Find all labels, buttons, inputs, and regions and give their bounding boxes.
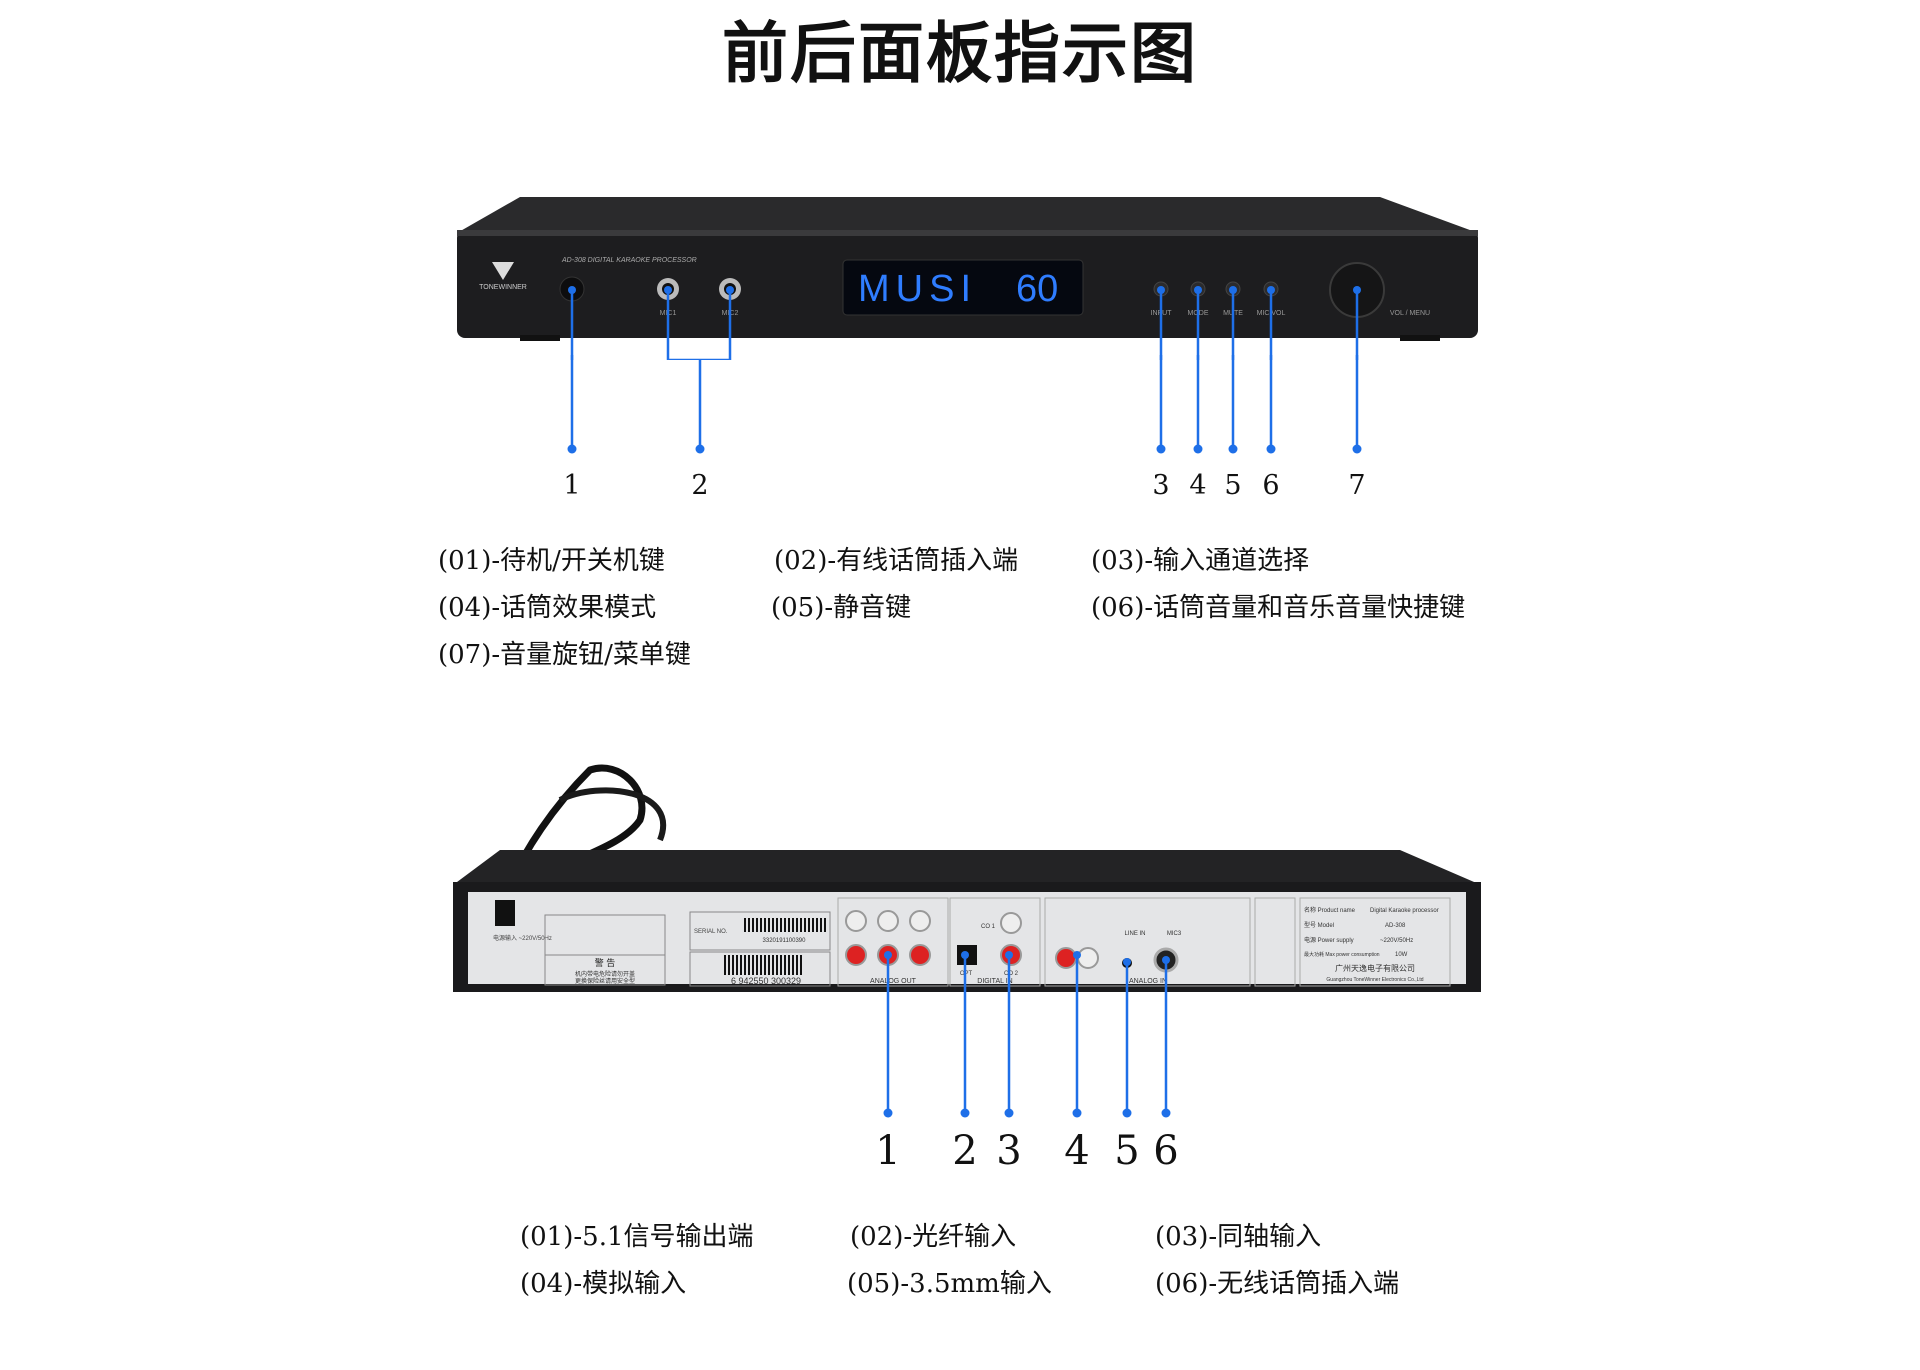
front-desc-05: (05)-静音键 bbox=[771, 593, 912, 623]
rear-desc-01: (01)-5.1信号输出端 bbox=[520, 1222, 754, 1252]
nameplate-value: 10W bbox=[1395, 952, 1408, 958]
rear-callout-4: 4 bbox=[1064, 1128, 1090, 1174]
rear-desc-05: (05)-3.5mm输入 bbox=[847, 1269, 1052, 1299]
nameplate-value: Digital Karaoke processor bbox=[1370, 908, 1439, 914]
page-title: 前后面板指示图 bbox=[722, 15, 1198, 92]
rear-callout-3: 3 bbox=[996, 1128, 1022, 1174]
rear-desc-04: (04)-模拟输入 bbox=[520, 1269, 687, 1299]
front-callout-2: 2 bbox=[691, 470, 709, 501]
warning-line: 机内带电危险请勿开盖 bbox=[575, 970, 635, 978]
front-desc-06: (06)-话筒音量和音乐音量快捷键 bbox=[1091, 593, 1466, 623]
analog-out-label: ANALOG OUT bbox=[870, 978, 917, 985]
nameplate-key: 名称 Product name bbox=[1304, 906, 1356, 914]
rear-callout-1: 1 bbox=[875, 1128, 901, 1174]
serial-label: SERIAL NO. bbox=[694, 929, 728, 935]
barcode-number: 6 942550 300329 bbox=[731, 976, 801, 986]
rear-desc-03: (03)-同轴输入 bbox=[1155, 1222, 1322, 1252]
front-callout-4: 4 bbox=[1189, 470, 1207, 501]
front-desc-02: (02)-有线话筒插入端 bbox=[774, 546, 1019, 576]
front-callout-1: 1 bbox=[563, 470, 581, 501]
rear-desc-06: (06)-无线话筒插入端 bbox=[1155, 1269, 1400, 1299]
brand-logo: TONEWINNER bbox=[479, 284, 527, 291]
nameplate-key: 型号 Model bbox=[1304, 921, 1334, 929]
co1-label: CO 1 bbox=[981, 924, 996, 930]
analog-in-label: ANALOG IN bbox=[1129, 978, 1167, 985]
serial-number: 3320191100390 bbox=[763, 938, 807, 944]
nameplate-key: 最大功耗 Max power consumption bbox=[1304, 951, 1380, 958]
rear-desc-02: (02)-光纤输入 bbox=[850, 1222, 1017, 1252]
nameplate-key: 电源 Power supply bbox=[1304, 936, 1354, 944]
front-desc-04: (04)-话筒效果模式 bbox=[438, 593, 657, 623]
display-left: MUSI bbox=[858, 268, 977, 310]
nameplate-value: ~220V/50Hz bbox=[1380, 938, 1413, 944]
nameplate-company-en: Guangzhou ToneWinner Electronics Co.,Ltd bbox=[1326, 977, 1423, 983]
mic3-label: MIC3 bbox=[1167, 931, 1182, 937]
rear-panel-image: 电源输入 ~220V/50Hz 警 告 机内带电危险请勿开盖 更换保险丝请用安全… bbox=[453, 764, 1481, 992]
front-callout-7: 7 bbox=[1348, 470, 1366, 501]
warning-line: 更换保险丝请用安全型 bbox=[575, 977, 635, 985]
front-desc-07: (07)-音量旋钮/菜单键 bbox=[438, 640, 691, 670]
power-label: 电源输入 ~220V/50Hz bbox=[493, 934, 552, 942]
front-callout-3: 3 bbox=[1152, 470, 1170, 501]
front-callout-5: 5 bbox=[1224, 470, 1242, 501]
model-text: AD-308 DIGITAL KARAOKE PROCESSOR bbox=[561, 257, 697, 264]
front-desc-03: (03)-输入通道选择 bbox=[1091, 546, 1310, 576]
digital-in-label: DIGITAL IN bbox=[977, 978, 1012, 985]
rear-callout-2: 2 bbox=[952, 1128, 978, 1174]
front-callout-lines bbox=[567, 355, 1362, 454]
nameplate-value: AD-308 bbox=[1385, 923, 1406, 929]
line-in-label: LINE IN bbox=[1124, 931, 1145, 937]
front-callout-6: 6 bbox=[1262, 470, 1280, 501]
display-right: 60 bbox=[1016, 268, 1058, 310]
front-desc-01: (01)-待机/开关机键 bbox=[438, 546, 665, 576]
rear-callout-6: 6 bbox=[1153, 1128, 1179, 1174]
co2-label: CO 2 bbox=[1004, 971, 1019, 977]
front-panel-image: TONEWINNER AD-308 DIGITAL KARAOKE PROCES… bbox=[457, 197, 1478, 360]
rear-callout-lines bbox=[883, 951, 1171, 1118]
rear-callout-5: 5 bbox=[1114, 1128, 1140, 1174]
volmenu-label: VOL / MENU bbox=[1390, 310, 1430, 317]
warning-label: 警 告 bbox=[595, 957, 616, 968]
nameplate-company: 广州天逸电子有限公司 bbox=[1335, 963, 1415, 973]
